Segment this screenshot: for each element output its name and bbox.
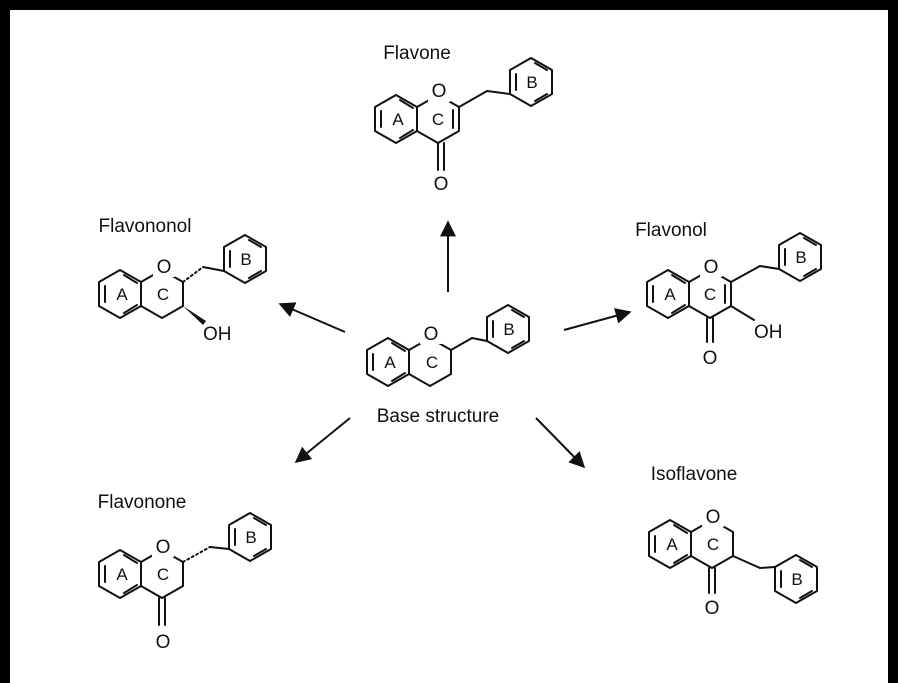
flavone-carbonyl-oxygen-label: O xyxy=(434,174,449,195)
flavonol-ring-c-label: C xyxy=(704,285,716,304)
flavonol-ring-a-label: A xyxy=(664,285,676,304)
flavonone-carbonyl-oxygen-label: O xyxy=(156,632,171,653)
flavononol-structure: Flavononol O OH A C B xyxy=(98,216,267,345)
flavone-oxygen-label: O xyxy=(432,81,447,102)
arrow-to-flavonone xyxy=(294,417,351,464)
isoflavone-ring-c-label: C xyxy=(707,535,719,554)
flavone-structure: Flavone O O A C B xyxy=(374,43,553,195)
flavone-ring-a-label: A xyxy=(392,110,404,129)
flavonone-ring-c-label: C xyxy=(157,565,169,584)
flavonone-oxygen-label: O xyxy=(156,537,171,558)
isoflavone-carbonyl-oxygen-label: O xyxy=(705,598,720,619)
flavone-ring-c-label: C xyxy=(432,110,444,129)
flavonone-ring-a-label: A xyxy=(116,565,128,584)
flavonone-structure: Flavonone O O A C B xyxy=(98,492,272,653)
ring-a-label: A xyxy=(384,353,396,372)
flavononol-ring-c-label: C xyxy=(157,285,169,304)
ring-b-label: B xyxy=(503,320,514,339)
isoflavone-ring-b-label: B xyxy=(791,570,802,589)
flavonol-hydroxyl-label: OH xyxy=(754,322,783,343)
flavononol-ring-a-label: A xyxy=(116,285,128,304)
oxygen-atom-label: O xyxy=(424,324,439,345)
isoflavone-oxygen-label: O xyxy=(706,507,721,528)
ring-c-label: C xyxy=(426,353,438,372)
flavononol-oxygen-label: O xyxy=(157,257,172,278)
arrow-to-flavononol xyxy=(278,302,346,333)
flavonone-ring-b-label: B xyxy=(245,528,256,547)
isoflavone-structure: Isoflavone O O A C B xyxy=(648,464,818,619)
flavone-ring-b-label: B xyxy=(526,73,537,92)
isoflavone-label: Isoflavone xyxy=(651,464,738,485)
base-structure-caption: Base structure xyxy=(377,406,500,427)
flavononol-label: Flavononol xyxy=(99,216,192,237)
base-structure: O A C B Base structure xyxy=(366,304,530,427)
arrow-to-flavonol xyxy=(563,308,632,331)
flavonol-oxygen-label: O xyxy=(704,257,719,278)
flavonol-ring-b-label: B xyxy=(795,248,806,267)
flavonol-structure: Flavonol O O OH A C B xyxy=(635,220,822,369)
flavononol-ring-b-label: B xyxy=(240,250,251,269)
flavonol-label: Flavonol xyxy=(635,220,707,241)
arrow-to-isoflavone xyxy=(535,417,586,469)
isoflavone-ring-a-label: A xyxy=(666,535,678,554)
flavononol-hydroxyl-label: OH xyxy=(203,324,232,345)
flavone-label: Flavone xyxy=(383,43,451,64)
flavonone-label: Flavonone xyxy=(98,492,187,513)
flavonol-carbonyl-oxygen-label: O xyxy=(703,348,718,369)
